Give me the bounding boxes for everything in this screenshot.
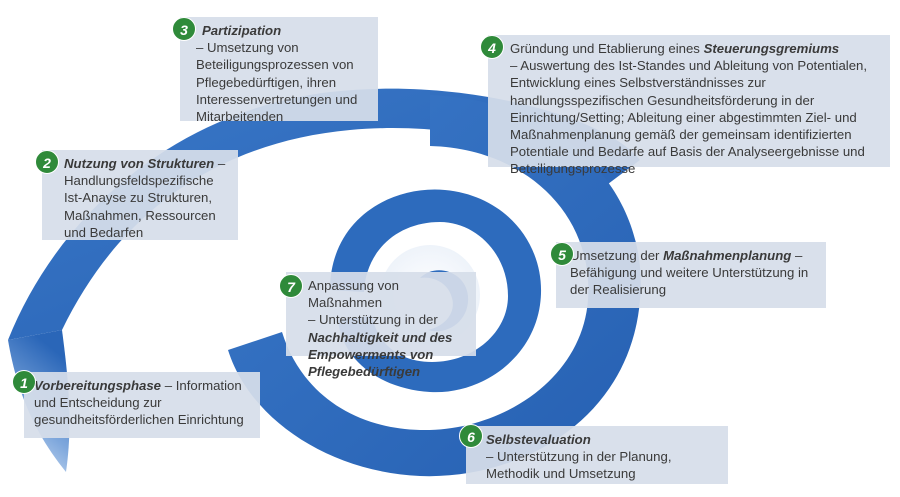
step-2-text: Handlungsfeldspezifische Ist-Anayse zu S…: [64, 173, 216, 240]
step-1-title: Vorbereitungsphase: [34, 378, 162, 393]
step-4-badge: 4: [480, 35, 504, 59]
step-4-text: Auswertung des Ist-Standes und Ableitung…: [510, 58, 868, 177]
step-4-box: Gründung und Etablierung eines Steuerung…: [488, 35, 890, 176]
step-1-text: Information und Entscheidung zur gesundh…: [34, 378, 244, 428]
step-4-separator: –: [510, 58, 521, 74]
step-5-separator: –: [791, 248, 803, 263]
step-7-separator: –: [308, 312, 319, 328]
step-1-badge: 1: [12, 370, 36, 394]
step-3-text: Umsetzung von Beteiligungsprozessen von …: [196, 40, 358, 125]
step-7-prefix: Anpassung von Maßnahmen: [308, 278, 399, 311]
step-6-separator: –: [486, 449, 497, 465]
step-5-box: Umsetzung der Maßnahmenplanung – Befähig…: [556, 242, 826, 308]
step-5-title: Maßnahmenplanung: [663, 248, 792, 263]
step-7-text: Unterstützung in der: [319, 312, 438, 328]
step-5-badge: 5: [550, 242, 574, 266]
step-3-separator: –: [196, 40, 207, 56]
step-6-box: Selbstevaluation – Unterstützung in der …: [466, 426, 728, 484]
step-7-title: Nachhaltigkeit und des Empowerments von …: [308, 329, 453, 380]
step-7-box: Anpassung von Maßnahmen – Unterstützung …: [286, 272, 476, 379]
step-2-box: Nutzung von Strukturen – Handlungsfeldsp…: [42, 150, 238, 240]
step-5-text: Befähigung und weitere Unterstützung in …: [570, 265, 809, 298]
step-6-title: Selbstevaluation: [486, 432, 591, 447]
step-7-badge: 7: [279, 274, 303, 298]
step-4-prefix: Gründung und Etablierung eines: [510, 41, 704, 56]
step-2-badge: 2: [35, 150, 59, 174]
step-1-box: Vorbereitungsphase – Information und Ent…: [24, 372, 260, 438]
step-2-title: Nutzung von Strukturen: [64, 156, 215, 171]
step-6-text: Unterstützung in der Planung, Methodik u…: [486, 449, 672, 482]
step-4-title: Steuerungsgremiums: [703, 41, 840, 56]
step-3-title: Partizipation: [202, 23, 282, 38]
arrow-head-icon: [285, 232, 307, 256]
step-3-box: Partizipation – Umsetzung von Beteiligun…: [180, 17, 378, 125]
step-5-prefix: Umsetzung der: [570, 248, 664, 263]
step-6-badge: 6: [459, 424, 483, 448]
step-2-separator: –: [214, 156, 226, 171]
step-3-badge: 3: [172, 17, 196, 41]
step-1-separator: –: [161, 378, 176, 393]
